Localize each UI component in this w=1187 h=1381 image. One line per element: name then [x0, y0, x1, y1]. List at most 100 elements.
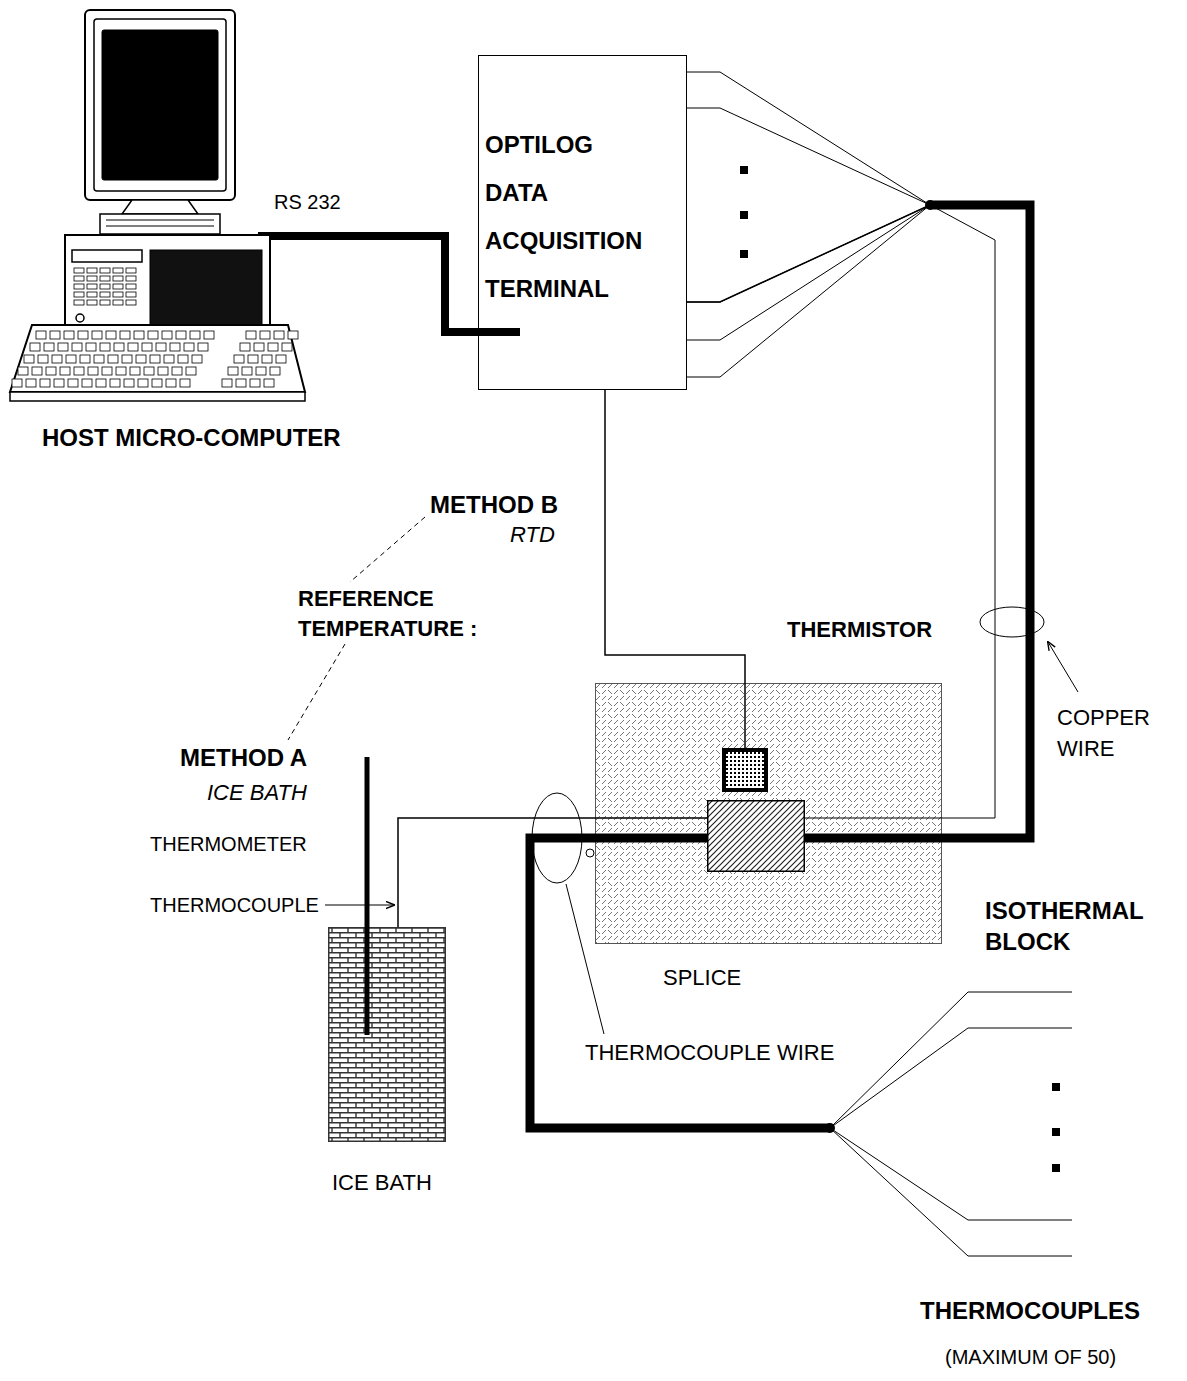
- ice-bath-outline: [329, 928, 446, 1142]
- ice-bath-label: ICE BATH: [332, 1170, 432, 1196]
- keyboard-key: [18, 367, 28, 375]
- vent-slot: [113, 292, 123, 297]
- method-label: METHOD A: [180, 744, 307, 773]
- computer-illustration: [10, 10, 410, 401]
- copper-cable: [805, 205, 1030, 838]
- copper-wire: [805, 205, 995, 818]
- vent-slot: [87, 276, 97, 281]
- keyboard-key: [166, 379, 176, 387]
- keyboard-key: [178, 355, 188, 363]
- keyboard-key: [138, 379, 148, 387]
- keyboard-key: [172, 367, 182, 375]
- keyboard-key: [180, 379, 190, 387]
- monitor-case: [85, 10, 235, 200]
- isothermal-block: ISOTHERMAL BLOCKTHERMISTORSPLICE: [595, 683, 942, 944]
- signal-label: RS 232: [272, 190, 343, 214]
- vent-slot: [87, 268, 97, 273]
- thermometer: [365, 757, 370, 1035]
- keyboard-key: [86, 343, 96, 351]
- keyboard-key: [192, 355, 202, 363]
- keyboard-key: [80, 355, 90, 363]
- terminal-lead: [687, 108, 930, 205]
- keyboard-key: [248, 355, 258, 363]
- host-computer-label: HOST MICRO-COMPUTER: [42, 424, 341, 453]
- vent-slot: [100, 292, 110, 297]
- thermistor: THERMISTOR: [722, 748, 768, 792]
- host-computer: HOST MICRO-COMPUTER: [0, 0, 410, 462]
- keyboard-key: [36, 331, 46, 339]
- part-label: COPPER WIRE: [1057, 703, 1150, 765]
- keyboard-key: [30, 343, 40, 351]
- keyboard-key: [60, 367, 70, 375]
- splice-label: SPLICE: [663, 965, 741, 991]
- thermistor-outline: [724, 750, 766, 790]
- method-subtitle: ICE BATH: [207, 780, 307, 806]
- base-line: [106, 226, 214, 227]
- keyboard-key: [144, 367, 154, 375]
- part-label: THERMOCOUPLE WIRE: [585, 1040, 834, 1066]
- vent-slot: [113, 276, 123, 281]
- vent-slot: [113, 300, 123, 305]
- keyboard-key: [148, 331, 158, 339]
- power-button: [76, 314, 84, 322]
- keyboard-key: [164, 355, 174, 363]
- part-label: THERMOCOUPLE: [150, 893, 319, 917]
- keyboard-key: [134, 331, 144, 339]
- keyboard-key: [110, 379, 120, 387]
- keyboard-key: [250, 379, 260, 387]
- vent-slot: [100, 268, 110, 273]
- keyboard-key: [40, 379, 50, 387]
- vent-slot: [100, 276, 110, 281]
- vent-slot: [113, 284, 123, 289]
- keyboard-key: [58, 343, 68, 351]
- monitor-stand: [122, 200, 198, 214]
- method-label: METHOD B: [430, 491, 558, 520]
- keyboard-key: [234, 355, 244, 363]
- keyboard-key: [158, 367, 168, 375]
- keyboard-key: [32, 367, 42, 375]
- keyboard-key: [106, 331, 116, 339]
- monitor-bezel: [94, 19, 226, 191]
- keyboard-key: [68, 379, 78, 387]
- method-subtitle: RTD: [510, 522, 555, 548]
- splice: SPLICE: [707, 800, 805, 872]
- thermocouple-lead: [830, 1128, 1072, 1220]
- host-computer-shape: [0, 0, 410, 462]
- cpu-panel: [150, 250, 262, 336]
- vent-slot: [74, 300, 84, 305]
- keyboard-key: [176, 331, 186, 339]
- rs232-cable: [478, 328, 520, 336]
- keyboard-key: [130, 367, 140, 375]
- splice-shape: [707, 800, 805, 872]
- callout-ring: [586, 849, 594, 857]
- keyboard: [10, 325, 305, 392]
- keyboard-key: [162, 331, 172, 339]
- ellipsis-dot: [1052, 1083, 1060, 1091]
- terminal-lead: [687, 205, 930, 377]
- keyboard-key: [128, 343, 138, 351]
- keyboard-key: [268, 343, 278, 351]
- vent-slot: [100, 300, 110, 305]
- keyboard-key: [82, 379, 92, 387]
- keyboard-key: [64, 331, 74, 339]
- keyboard-key: [120, 331, 130, 339]
- keyboard-key: [222, 379, 232, 387]
- ice-bath-shape: [328, 927, 446, 1142]
- vent-slot: [126, 276, 136, 281]
- keyboard-key: [102, 367, 112, 375]
- keyboard-key: [264, 379, 274, 387]
- keyboard-key: [88, 367, 98, 375]
- keyboard-key: [256, 367, 266, 375]
- keyboard-key: [66, 355, 76, 363]
- keyboard-key: [262, 355, 272, 363]
- keyboard-key: [228, 367, 238, 375]
- callout-ellipse: [980, 607, 1044, 637]
- note-label: (MAXIMUM OF 50): [945, 1345, 1116, 1369]
- keyboard-key: [100, 343, 110, 351]
- keyboard-key: [94, 355, 104, 363]
- thermocouple-lead: [830, 1128, 1072, 1256]
- thermocouple-lead: [830, 992, 1072, 1128]
- keyboard-key: [12, 379, 22, 387]
